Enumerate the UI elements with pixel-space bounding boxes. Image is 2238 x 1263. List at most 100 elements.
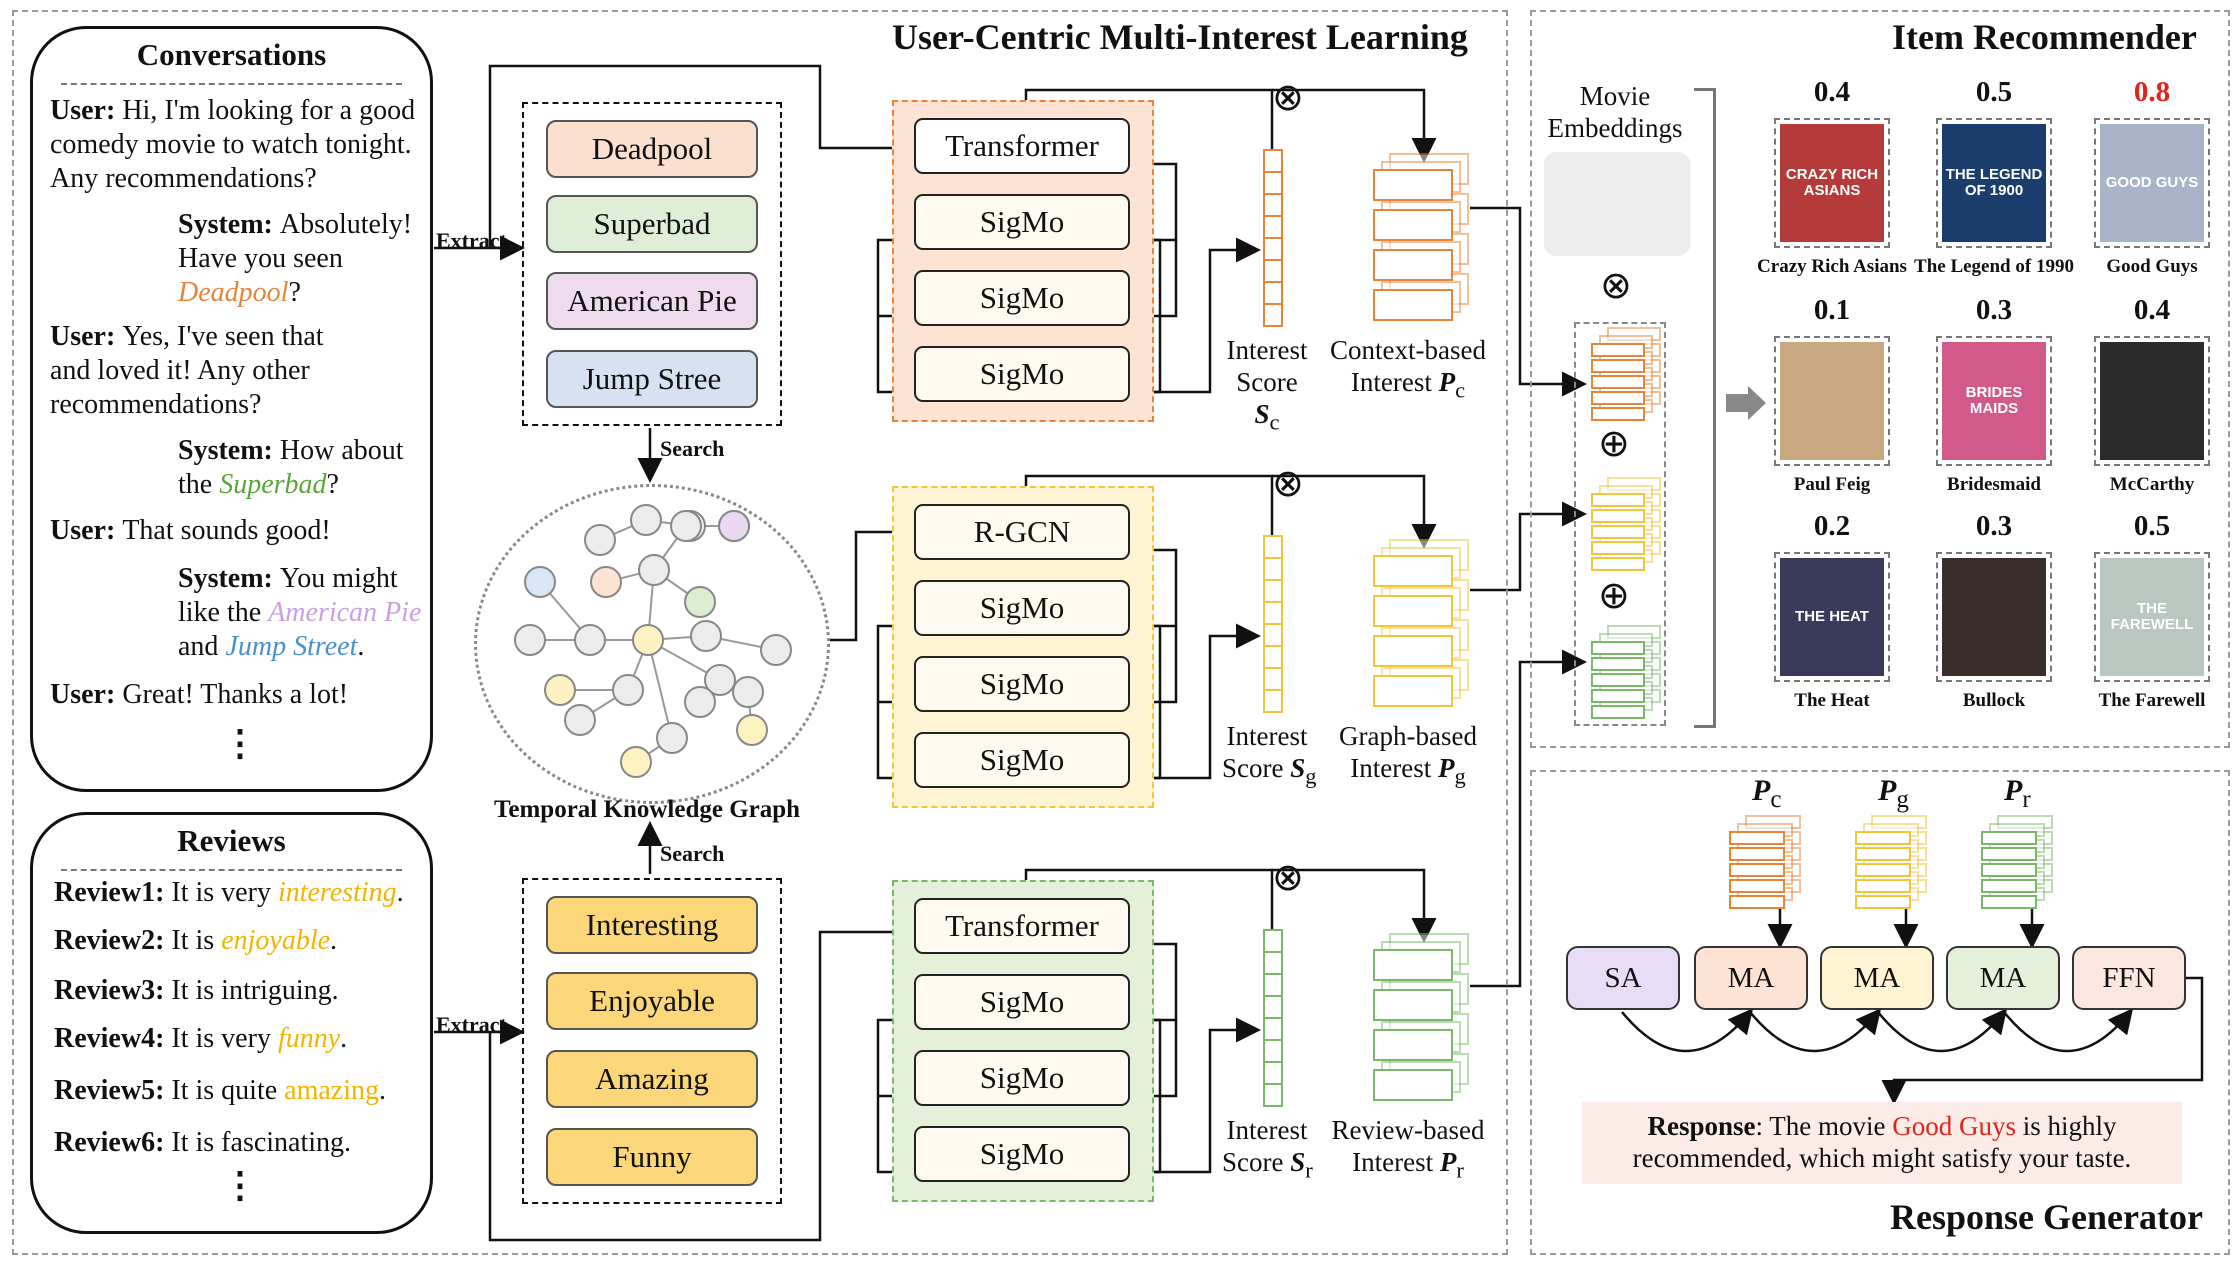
poster-image: CRAZY RICH ASIANS [1780, 124, 1884, 242]
fused-cell-graph [1591, 525, 1645, 539]
review-to-interest [1272, 868, 1437, 943]
movie-embeddings-label: Movie Embeddings [1547, 81, 1683, 143]
recommender-arrow [1726, 394, 1750, 412]
interest-cell-graph [1373, 595, 1453, 627]
graph-to-fused [1470, 501, 1587, 592]
review-to-transformer [488, 919, 917, 1242]
poster-image: BRIDES MAIDS [1942, 342, 2046, 460]
graph-rgcn: R-GCN [914, 504, 1130, 560]
rec-poster[interactable]: GOOD GUYS [2094, 118, 2210, 248]
poster-image: THE LEGEND OF 1900 [1942, 124, 2046, 242]
gen-cell-context [1729, 895, 1785, 909]
gen-block-ma-graph: MA [1820, 946, 1934, 1010]
rec-score: 0.4 [2133, 294, 2171, 326]
reviews-card: Reviews [30, 812, 433, 1234]
rec-caption: The Farewell [2098, 690, 2206, 711]
review-pill-interesting: Interesting [546, 896, 758, 954]
gen-cell-context [1729, 847, 1785, 861]
gen-block-ma-context: MA [1694, 946, 1808, 1010]
review-sigmo-3: SigMo [914, 1126, 1130, 1182]
response-text: Response: The movie Good Guys is highly … [1582, 1102, 2182, 1184]
gen-cell-review [1981, 831, 2037, 845]
fused-cell-context [1591, 359, 1645, 373]
rec-poster[interactable]: BRIDES MAIDS [1936, 336, 2052, 466]
conv-line-2: System: Absolutely! Have you seen Deadpo… [178, 209, 413, 308]
gen-block-ma-review: MA [1946, 946, 2060, 1010]
rec-poster[interactable]: THE HEAT [1774, 552, 1890, 682]
fused-cell-context [1591, 375, 1645, 389]
recommender-bracket [1694, 88, 1716, 728]
highlight-superbad: Superbad [219, 469, 327, 500]
gen-cell-context [1729, 831, 1785, 845]
review-words-box [522, 878, 782, 1204]
interest-cell-review [1373, 989, 1453, 1021]
gen-cell-graph [1855, 847, 1911, 861]
conversations-title: Conversations [136, 37, 327, 72]
rec-score: 0.4 [1813, 76, 1851, 108]
rec-poster[interactable]: CRAZY RICH ASIANS [1774, 118, 1890, 248]
highlight-jump-street: Jump Street [225, 631, 358, 662]
conv-line-4: System: How about the Superbad? [178, 435, 404, 500]
gen-label-pg: Pg [1878, 774, 1909, 813]
recommender-arrow-head [1748, 386, 1766, 420]
rec-score: 0.5 [1975, 76, 2013, 108]
fused-interest-box [1574, 322, 1666, 726]
score-cell-context [1263, 303, 1283, 327]
residual-arc-2 [1749, 1008, 1882, 1053]
conv-line-7: User: Great! Thanks a lot! [50, 679, 349, 710]
tkg-circle [474, 484, 830, 804]
rec-score: 0.3 [1975, 510, 2013, 542]
rec-poster[interactable] [1774, 336, 1890, 466]
tkg-to-rgcn [830, 519, 917, 642]
multi-interest-panel [12, 10, 1508, 1255]
review-transformer: Transformer [914, 898, 1130, 954]
fused-cell-review [1591, 641, 1645, 655]
otimes-graph: ⊗ [1272, 463, 1304, 505]
otimes-embed: ⊗ [1600, 265, 1632, 307]
graph-sigmo-2: SigMo [914, 656, 1130, 712]
highlight-deadpool: Deadpool [178, 277, 289, 308]
score-cell-review [1263, 1083, 1283, 1107]
conv-line-1: User: Hi, I'm looking for a good comedy … [50, 95, 416, 194]
fused-cell-graph [1591, 557, 1645, 571]
graph-sigmo-3: SigMo [914, 732, 1130, 788]
item-recommender-title: Item Recommender [1892, 17, 2197, 57]
gen-cell-review [1981, 895, 2037, 909]
rec-poster[interactable] [2094, 336, 2210, 466]
interest-cell-review [1373, 1069, 1453, 1101]
interest-cell-review [1373, 1029, 1453, 1061]
rec-poster[interactable]: THE FAREWELL [2094, 552, 2210, 682]
rec-score: 0.8 [2133, 76, 2171, 108]
fused-cell-review [1591, 673, 1645, 687]
interest-cell-review [1373, 949, 1453, 981]
context-sigmo-1: SigMo [914, 194, 1130, 250]
fused-cell-review [1591, 657, 1645, 671]
gen-cell-graph [1855, 831, 1911, 845]
graph-sigmo-1: SigMo [914, 580, 1130, 636]
review-sigmo-1: SigMo [914, 974, 1130, 1030]
gen-cell-context [1729, 863, 1785, 877]
interest-cell-graph [1373, 675, 1453, 707]
fused-cell-context [1591, 343, 1645, 357]
rec-score: 0.3 [1975, 294, 2013, 326]
search-label-top: Search [660, 436, 725, 461]
rec-caption: Paul Feig [1793, 474, 1871, 495]
review-line-1: Review1: It is very interesting. [54, 877, 404, 908]
review-sigmo-2: SigMo [914, 1050, 1130, 1106]
rec-poster[interactable] [1936, 552, 2052, 682]
extract-label-bottom: Extract [436, 1012, 507, 1037]
gen-label-pr: Pr [2004, 774, 2031, 813]
review-line-6: Review6: It is fascinating. [54, 1127, 352, 1158]
review-line-4: Review4: It is very funny. [54, 1023, 348, 1054]
item-recommender-panel [1530, 10, 2230, 748]
rec-poster[interactable]: THE LEGEND OF 1900 [1936, 118, 2052, 248]
fused-cell-context [1591, 391, 1645, 405]
gen-cell-graph [1855, 879, 1911, 893]
graph-to-score [1130, 623, 1261, 780]
multi-interest-title: User-Centric Multi-Interest Learning [892, 17, 1468, 57]
